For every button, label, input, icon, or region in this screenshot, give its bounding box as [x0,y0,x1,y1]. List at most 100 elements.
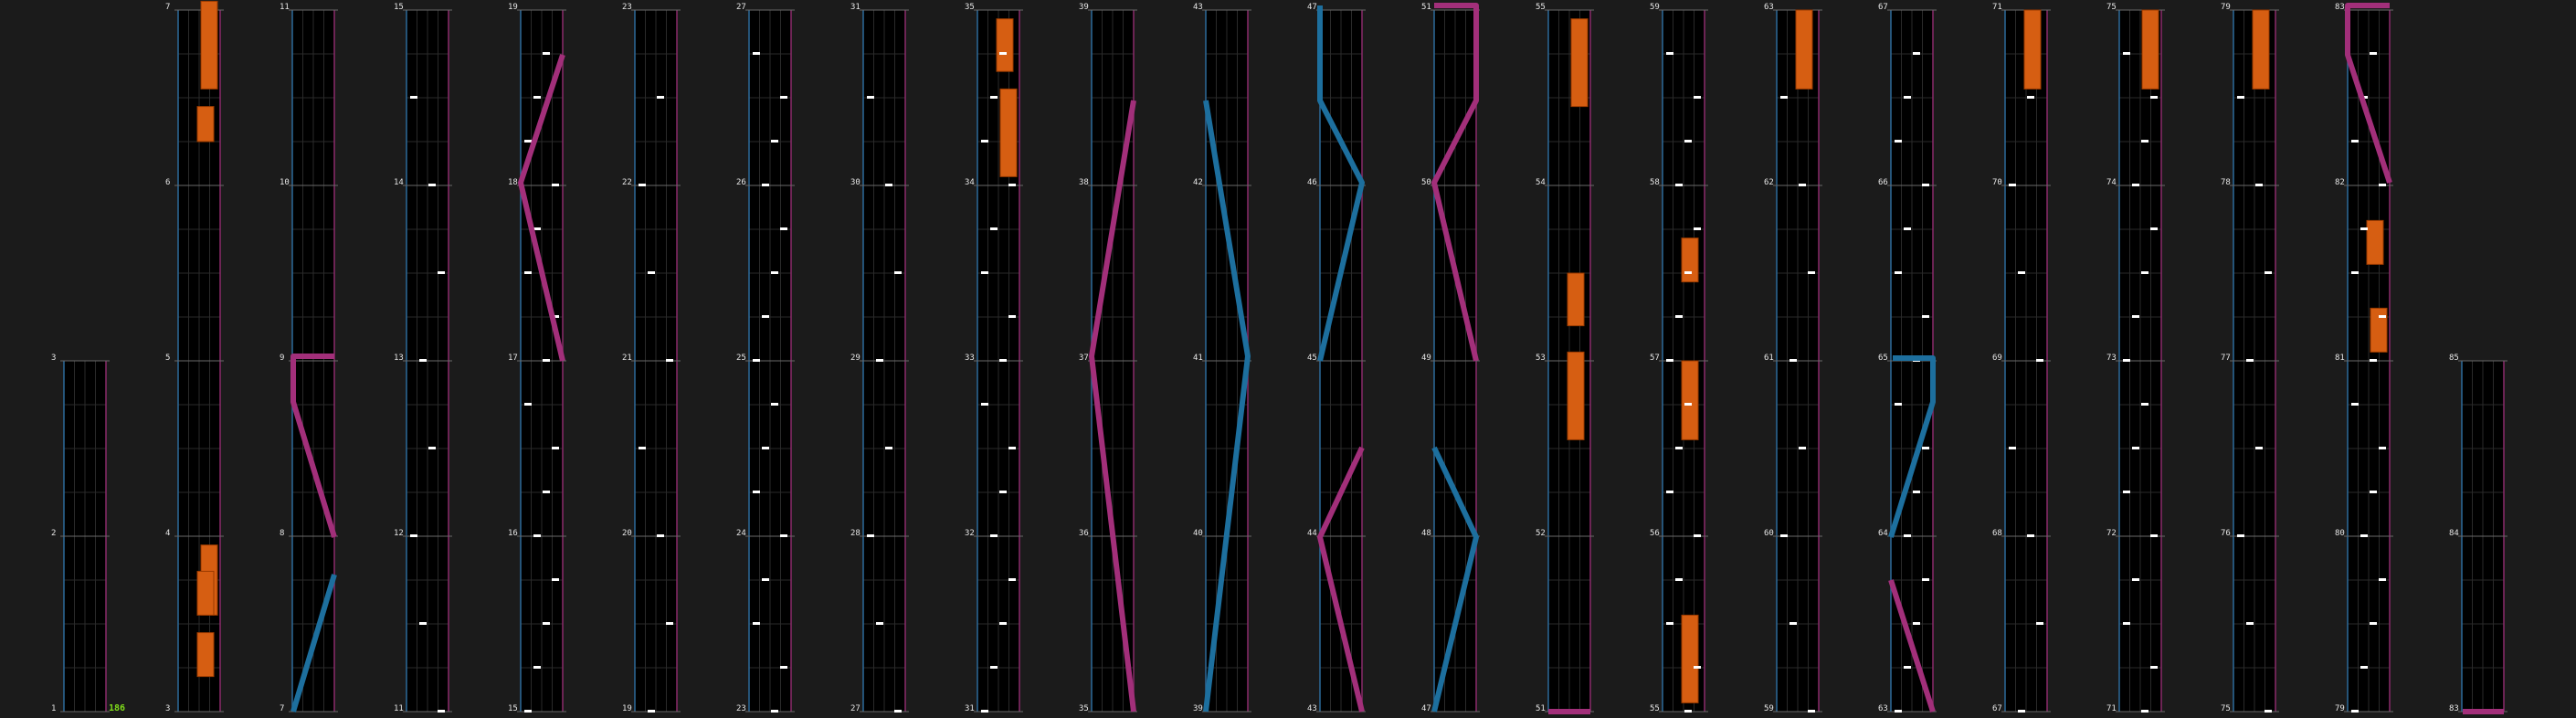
tap-note [2379,447,2386,449]
tap-note [543,491,550,493]
measure-number: 7 [280,704,284,713]
tap-note [1675,447,1683,449]
tap-note [428,447,436,449]
tap-note [2370,622,2377,625]
measure-number: 50 [1421,178,1431,187]
tap-note [1913,52,1920,55]
tap-note [1008,184,1016,186]
tap-note [999,622,1007,625]
measure-number: 3 [51,354,56,363]
measure-number: 59 [1764,704,1774,713]
tap-note [981,271,988,274]
measure-number: 67 [1878,3,1888,12]
tap-note [1904,96,1911,99]
tap-note [2036,359,2043,362]
tap-note [2237,96,2244,99]
hold-note [196,106,215,143]
tap-note [552,184,559,186]
measure-number: 82 [2335,178,2345,187]
tap-note [1799,184,1806,186]
hold-note [2023,9,2042,90]
measure-number: 41 [1193,354,1203,363]
tap-note [438,710,445,713]
tap-note [2123,52,2130,55]
tap-note [657,96,664,99]
tap-note [2132,315,2139,318]
measure-number: 11 [280,3,290,12]
hold-note [999,88,1018,177]
tap-note [1789,622,1797,625]
measure-number: 48 [1421,529,1431,538]
tap-note [1694,96,1701,99]
tap-note [648,271,655,274]
tap-note [771,271,778,274]
tap-note [1675,578,1683,581]
tap-note [753,52,760,55]
laser [1888,355,1936,538]
tap-note [1666,359,1673,362]
measure-number: 81 [2335,354,2345,363]
hold-note [2141,9,2159,90]
tap-note [533,534,541,537]
hold-note [1567,272,1585,327]
measure-number: 6 [165,178,170,187]
measure-number: 8 [280,529,284,538]
tap-note [780,227,787,230]
measure-number: 39 [1079,3,1089,12]
measure-number: 71 [1992,3,2002,12]
tap-note [780,96,787,99]
measure-number: 35 [965,3,975,12]
laser [290,354,337,538]
laser [2345,3,2392,184]
tap-note [1694,534,1701,537]
hold-note [196,570,215,616]
tap-note [753,491,760,493]
hold-note [2366,219,2384,265]
tap-note [2150,534,2158,537]
measure-number: 55 [1536,3,1546,12]
measure-number: 54 [1536,178,1546,187]
hold-note [1570,18,1589,108]
tap-note [2123,359,2130,362]
tap-note [2246,359,2254,362]
tap-note [780,534,787,537]
tap-note [657,534,664,537]
measure-number: 44 [1307,529,1317,538]
tap-note [1780,96,1788,99]
laser [1888,579,1936,713]
tap-note [533,96,541,99]
tap-note [1666,491,1673,493]
tap-note [524,271,532,274]
tap-note [981,710,988,713]
measure-number: 30 [850,178,860,187]
measure-number: 68 [1992,529,2002,538]
tap-note [552,315,559,318]
measure-number: 33 [965,354,975,363]
tap-note [990,666,998,669]
tap-note [666,359,673,362]
tap-note [1922,315,1929,318]
tap-note [885,447,892,449]
tap-note [438,271,445,274]
measure-number: 58 [1650,178,1660,187]
tap-note [2018,271,2025,274]
laser [1317,446,1365,713]
tap-note [2150,666,2158,669]
tap-note [2360,227,2368,230]
tap-note [2132,184,2139,186]
tap-note [1684,710,1692,713]
measure-number: 26 [736,178,746,187]
tap-note [2132,578,2139,581]
measure-number: 29 [850,354,860,363]
measure-number: 27 [850,704,860,713]
measure-number: 55 [1650,704,1660,713]
measure-number: 43 [1193,3,1203,12]
measure-number: 74 [2106,178,2117,187]
measure-number: 63 [1878,704,1888,713]
measure-number: 13 [394,354,404,363]
measure-number: 53 [1536,354,1546,363]
measure-number: 28 [850,529,860,538]
tap-note [2351,710,2359,713]
hold-note [1567,351,1585,440]
